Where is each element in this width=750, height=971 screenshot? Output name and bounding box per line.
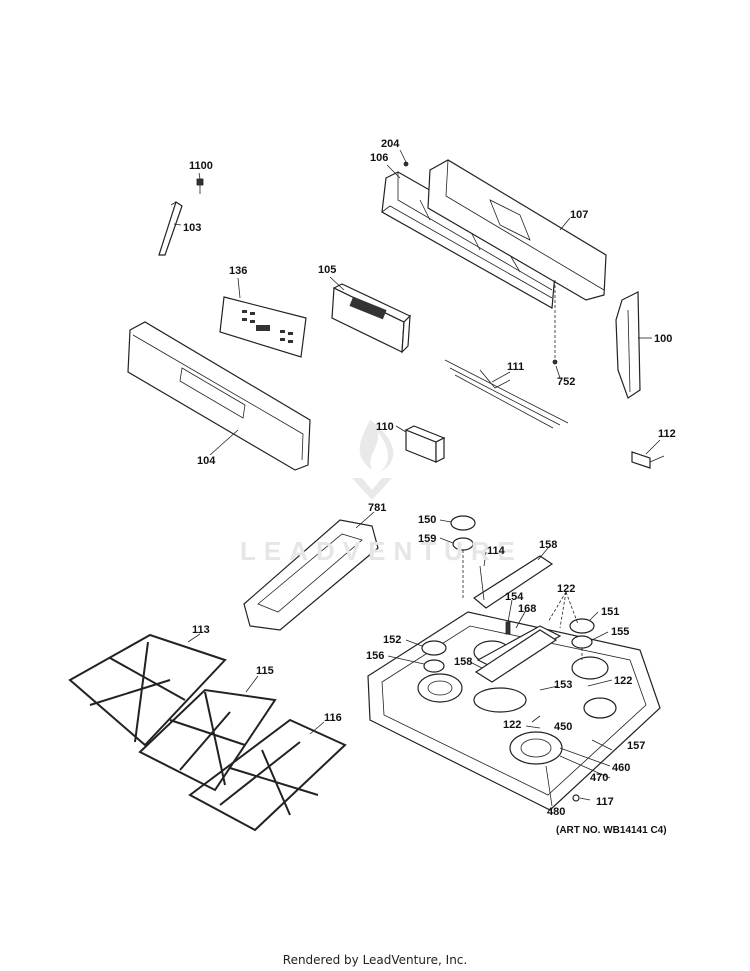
callout-114: 114 (487, 545, 505, 557)
callout-157: 157 (627, 740, 646, 752)
callout-460: 460 (612, 762, 631, 774)
part-107-trim (427, 159, 607, 301)
callout-150: 150 (418, 514, 437, 526)
part-115-grate (138, 688, 277, 792)
callout-103: 103 (183, 222, 202, 234)
part-150-cap (450, 515, 476, 531)
callout-152: 152 (383, 634, 402, 646)
part-156-head (423, 659, 445, 673)
callout-136: 136 (229, 265, 248, 277)
cooktop-assembly (367, 611, 661, 811)
part-136-overlay (219, 296, 307, 358)
callout-159: 159 (418, 533, 437, 545)
callout-107: 107 (570, 209, 589, 221)
callout-113: 113 (192, 624, 210, 636)
callout-153: 153 (554, 679, 573, 691)
part-110-module (404, 425, 446, 463)
callout-117: 117 (596, 796, 614, 808)
callout-154: 154 (505, 591, 524, 603)
callout-100: 100 (654, 333, 673, 345)
part-152-cap (421, 640, 447, 656)
watermark-logo (352, 420, 394, 500)
part-100-endcap (615, 291, 641, 399)
part-112-switch (631, 451, 665, 469)
part-111-harness (444, 359, 569, 429)
watermark-text: LEADVENTURE (240, 536, 524, 566)
part-105-control-board (331, 283, 412, 354)
callout-104: 104 (197, 455, 216, 467)
callout-106: 106 (370, 152, 389, 164)
callout-158-top: 158 (539, 539, 558, 551)
callout-752: 752 (557, 376, 576, 388)
part-151-cap (569, 618, 595, 634)
callout-155: 155 (611, 626, 630, 638)
art-number: (ART NO. WB14141 C4) (556, 825, 667, 836)
callout-115: 115 (256, 665, 274, 677)
part-158-oval-burner (474, 629, 558, 683)
callout-122-top: 122 (557, 583, 576, 595)
callout-158-mid: 158 (454, 656, 473, 668)
footer-credit: Rendered by LeadVenture, Inc. (282, 953, 468, 967)
callout-480: 480 (547, 806, 566, 818)
callout-122-low: 122 (503, 719, 522, 731)
part-158-cover (472, 555, 554, 609)
part-781-griddle (243, 519, 379, 631)
part-106-bracket (381, 171, 557, 309)
callout-1100: 1100 (189, 160, 213, 172)
callout-156: 156 (366, 650, 385, 662)
callout-151: 151 (601, 606, 620, 618)
callout-105: 105 (318, 264, 337, 276)
callout-110: 110 (376, 421, 394, 433)
callout-111: 111 (507, 361, 525, 373)
callout-450: 450 (554, 721, 573, 733)
callout-781: 781 (368, 502, 387, 514)
part-116-grate (188, 718, 347, 832)
callout-116: 116 (324, 712, 342, 724)
callout-204: 204 (381, 138, 400, 150)
part-113-grate (68, 633, 227, 747)
part-1100-screw (196, 178, 204, 194)
callout-168: 168 (518, 603, 537, 615)
callout-112: 112 (658, 428, 676, 440)
part-155-head (571, 635, 593, 649)
callout-122-right: 122 (614, 675, 633, 687)
callout-470: 470 (590, 772, 609, 784)
part-103-rod (158, 201, 183, 256)
part-104-backguard (127, 321, 311, 471)
